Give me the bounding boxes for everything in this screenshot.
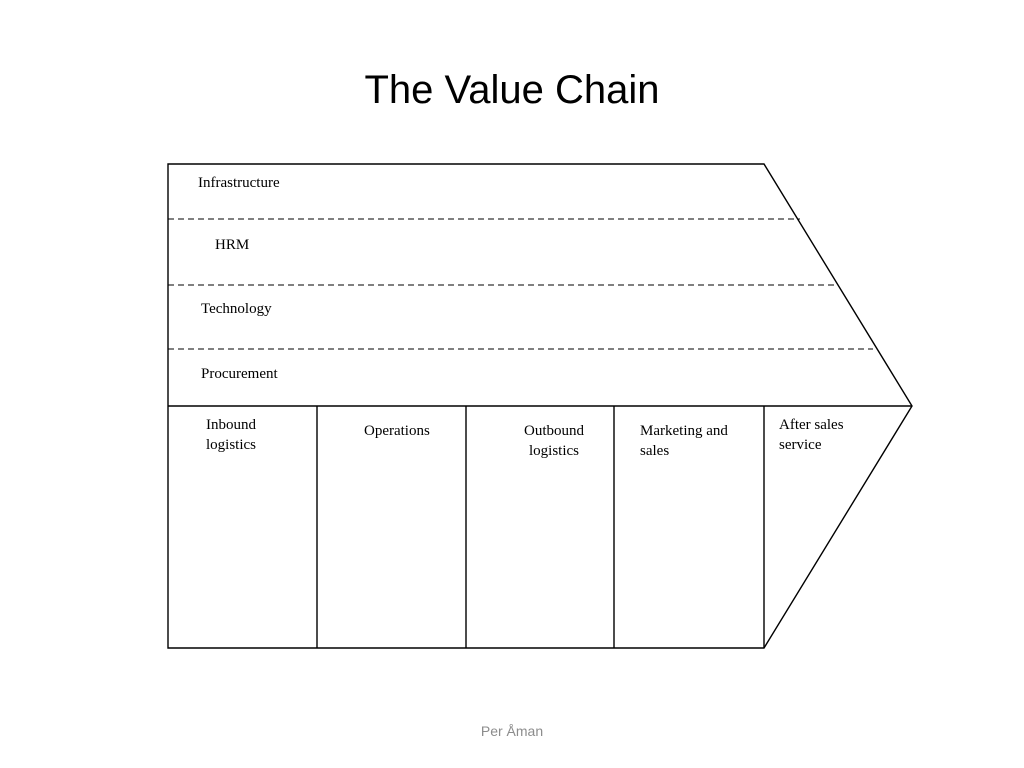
support-label-hrm: HRM [215, 237, 250, 253]
slide-footer-author: Per Åman [480, 723, 544, 739]
primary-label-operations: Operations [364, 421, 430, 441]
primary-label-line: Outbound [524, 423, 584, 439]
primary-label-line: logistics [528, 443, 579, 459]
primary-label-outbound-logistics: Outbound logistics [510, 421, 598, 461]
support-label-technology: Technology [201, 301, 272, 317]
primary-label-line: Marketing and [640, 423, 728, 439]
primary-label-line: logistics [206, 437, 257, 453]
primary-label-line: Operations [364, 423, 430, 439]
slide-title: The Value Chain [364, 68, 660, 112]
primary-label-line: Inbound [206, 417, 256, 433]
primary-label-line: sales [640, 443, 670, 459]
value-chain-outline [167, 163, 913, 649]
primary-label-line: After sales [779, 417, 844, 433]
support-label-procurement: Procurement [201, 366, 278, 382]
primary-label-marketing-and-sales: Marketing and sales [640, 421, 728, 461]
primary-label-inbound-logistics: Inbound logistics [206, 415, 256, 455]
primary-label-after-sales-service: After sales service [779, 415, 844, 455]
support-label-infrastructure: Infrastructure [198, 175, 280, 191]
primary-label-line: service [779, 437, 822, 453]
